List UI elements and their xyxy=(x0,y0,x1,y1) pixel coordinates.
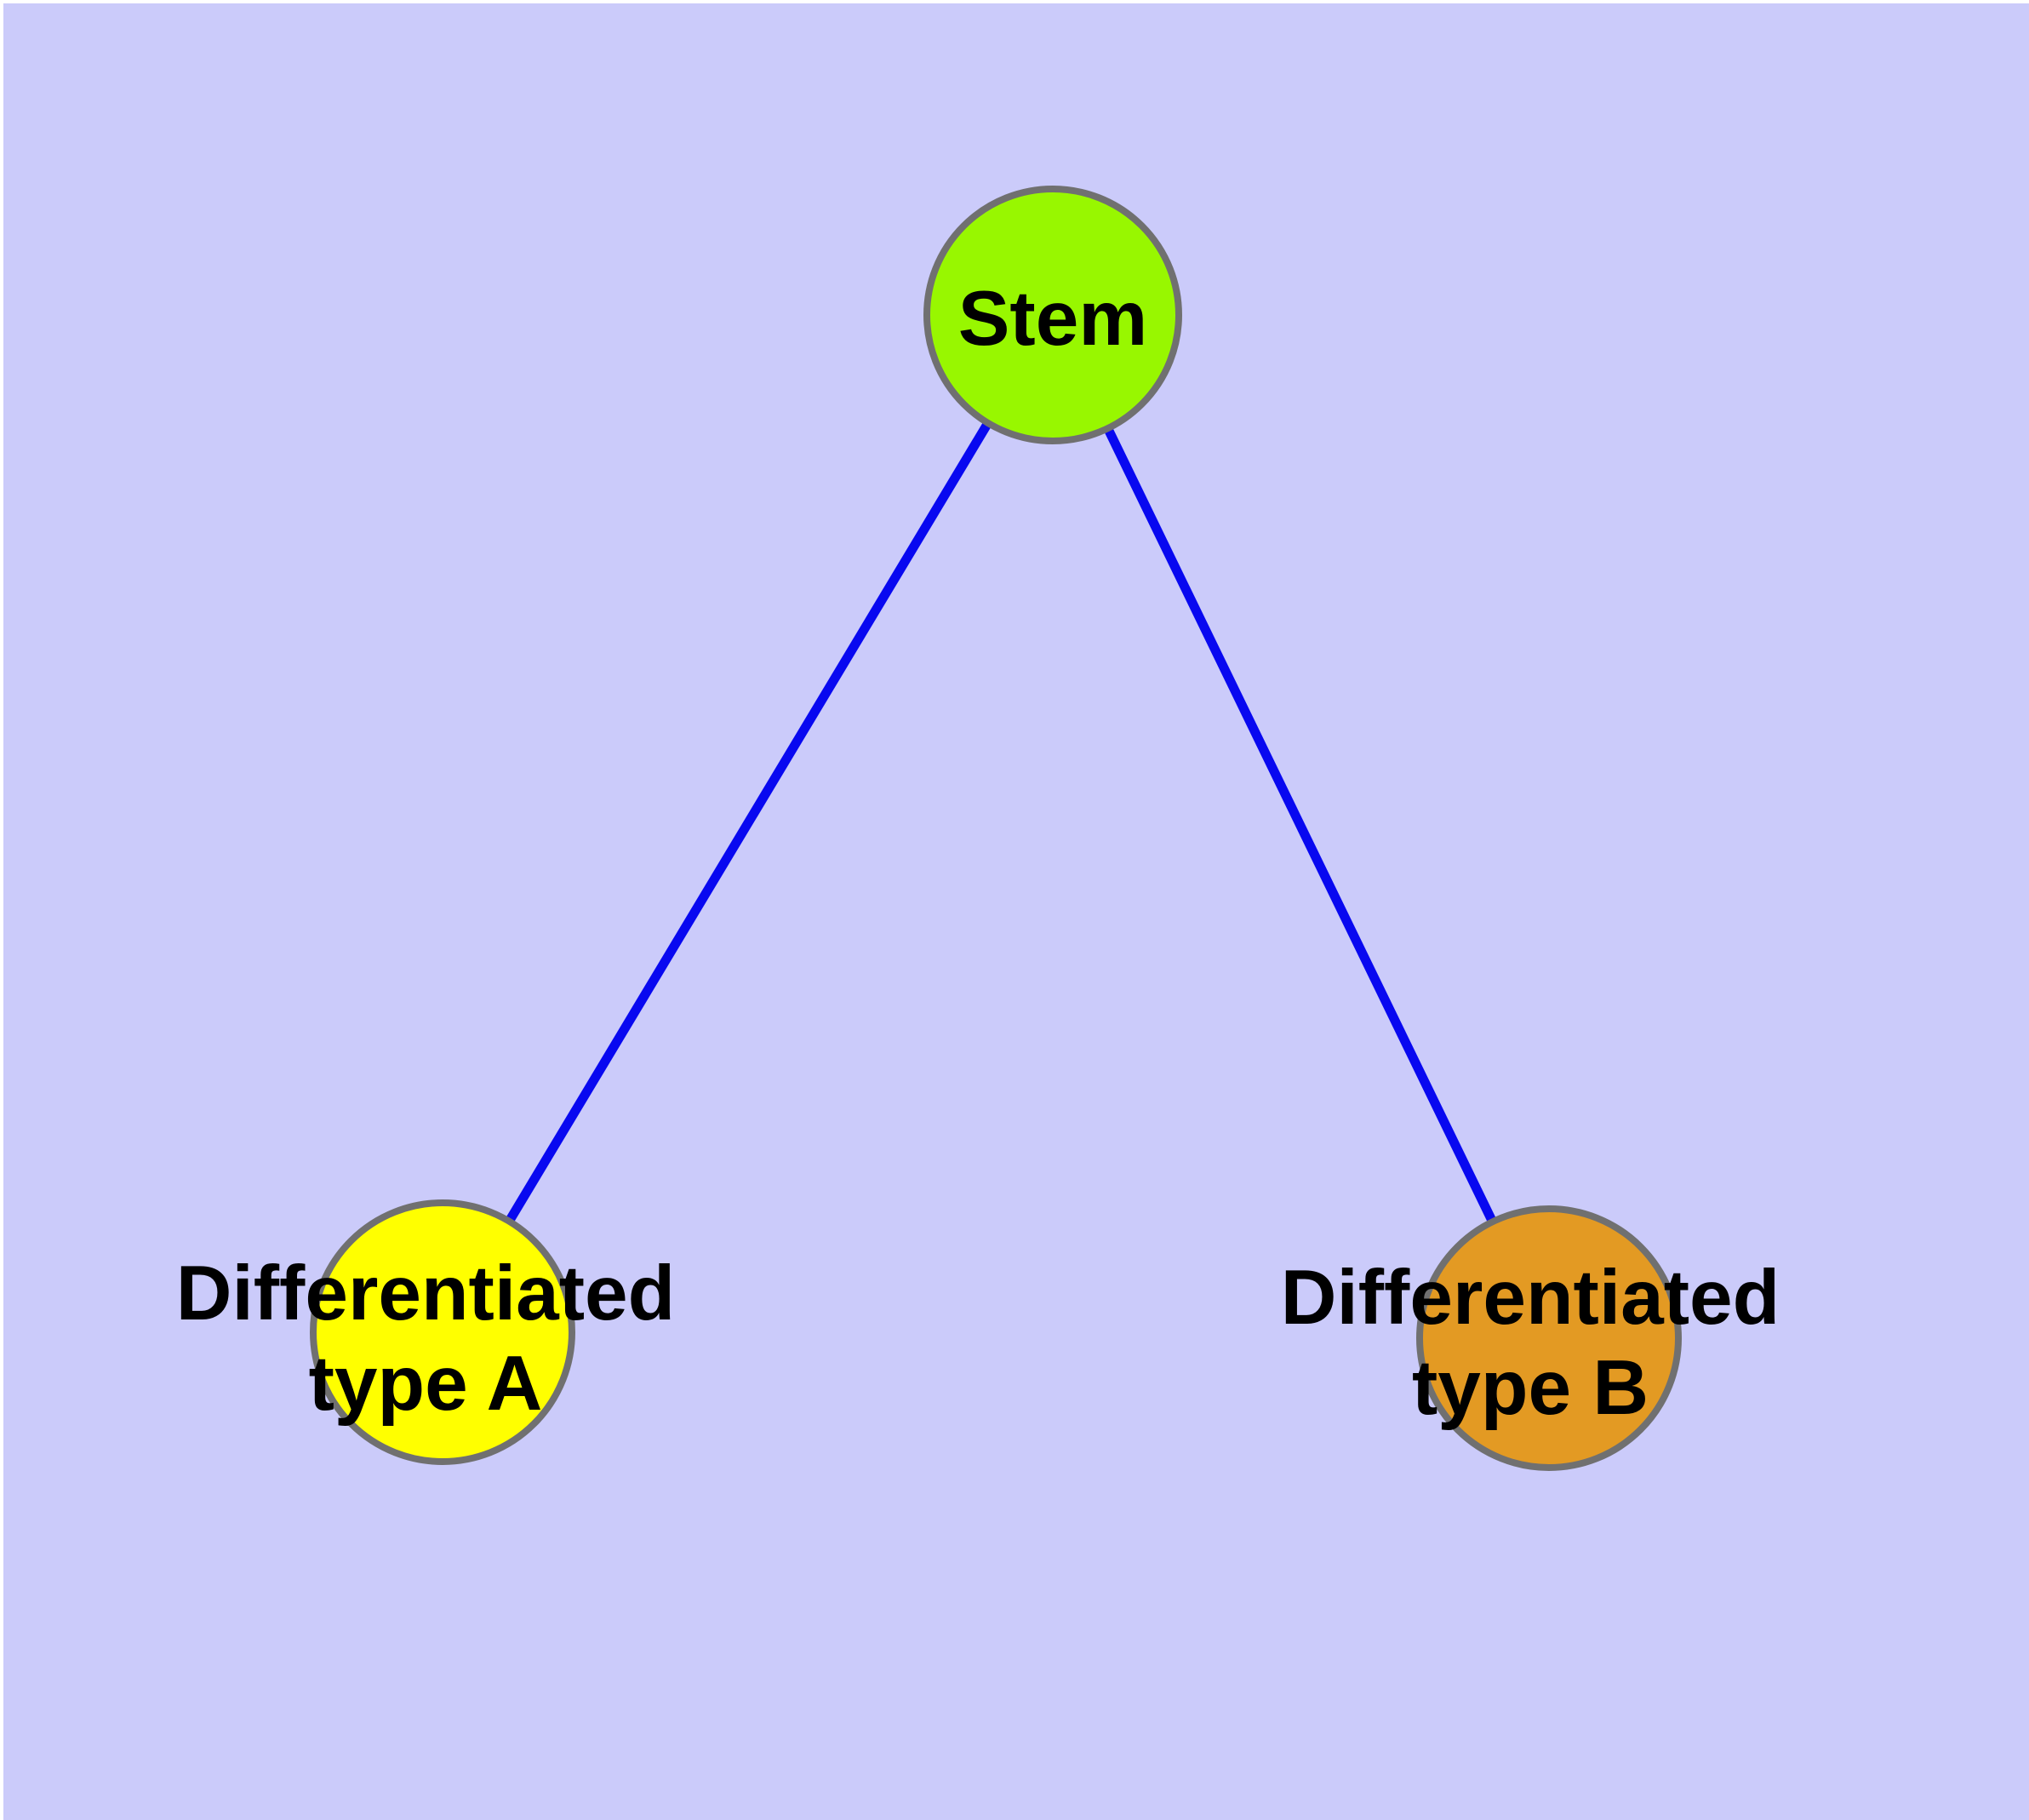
edge-stem-to-type-a xyxy=(438,312,1057,1335)
node-type-a-circle xyxy=(310,1199,575,1465)
edge-stem-to-type-b xyxy=(1049,312,1553,1341)
node-type-a-label-line1: Differentiated xyxy=(176,1251,676,1336)
node-type-b-label-line2: type B xyxy=(1412,1345,1649,1431)
node-stem-circle xyxy=(923,186,1182,444)
node-type-a-label-line2: type A xyxy=(309,1341,543,1427)
node-type-b-label-line1: Differentiated xyxy=(1281,1255,1780,1341)
node-stem-label: Stem xyxy=(958,276,1148,362)
node-type-b-circle xyxy=(1416,1205,1682,1471)
